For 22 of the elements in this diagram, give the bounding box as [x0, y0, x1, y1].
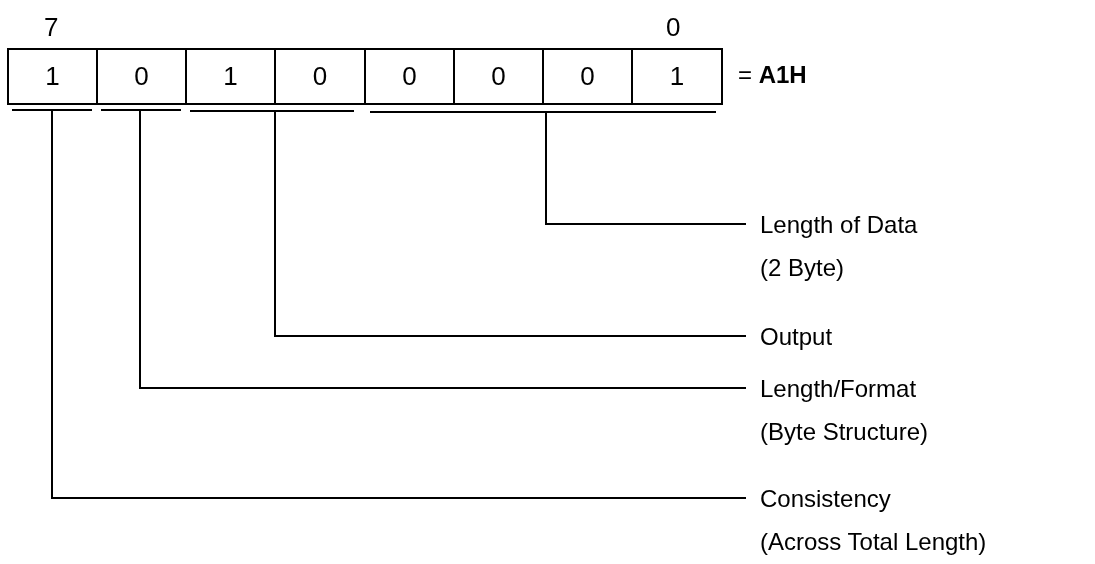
- field-label: Length/Format: [760, 374, 918, 404]
- field-label: (Byte Structure): [760, 417, 930, 447]
- leader-line: [51, 110, 747, 499]
- bit-cell: 0: [453, 48, 544, 105]
- bit-cell: 0: [364, 48, 455, 105]
- field-label: Output: [760, 322, 834, 352]
- hex-value: = A1H: [738, 60, 807, 90]
- field-label: (2 Byte): [760, 253, 846, 283]
- leader-line: [274, 111, 747, 337]
- bit-cell: 0: [542, 48, 633, 105]
- bit-cell: 1: [7, 48, 98, 105]
- field-label: (Across Total Length): [760, 527, 988, 557]
- bit-cell: 1: [631, 48, 723, 105]
- leader-line: [139, 110, 747, 389]
- bit-index: 7: [44, 12, 59, 42]
- field-label: Length of Data: [760, 210, 919, 240]
- field-label: Consistency: [760, 484, 892, 514]
- bit-cell: 1: [185, 48, 276, 105]
- leader-line: [545, 112, 747, 225]
- bit-cell: 0: [96, 48, 187, 105]
- bit-index: 0: [666, 12, 681, 42]
- bit-cell: 0: [274, 48, 366, 105]
